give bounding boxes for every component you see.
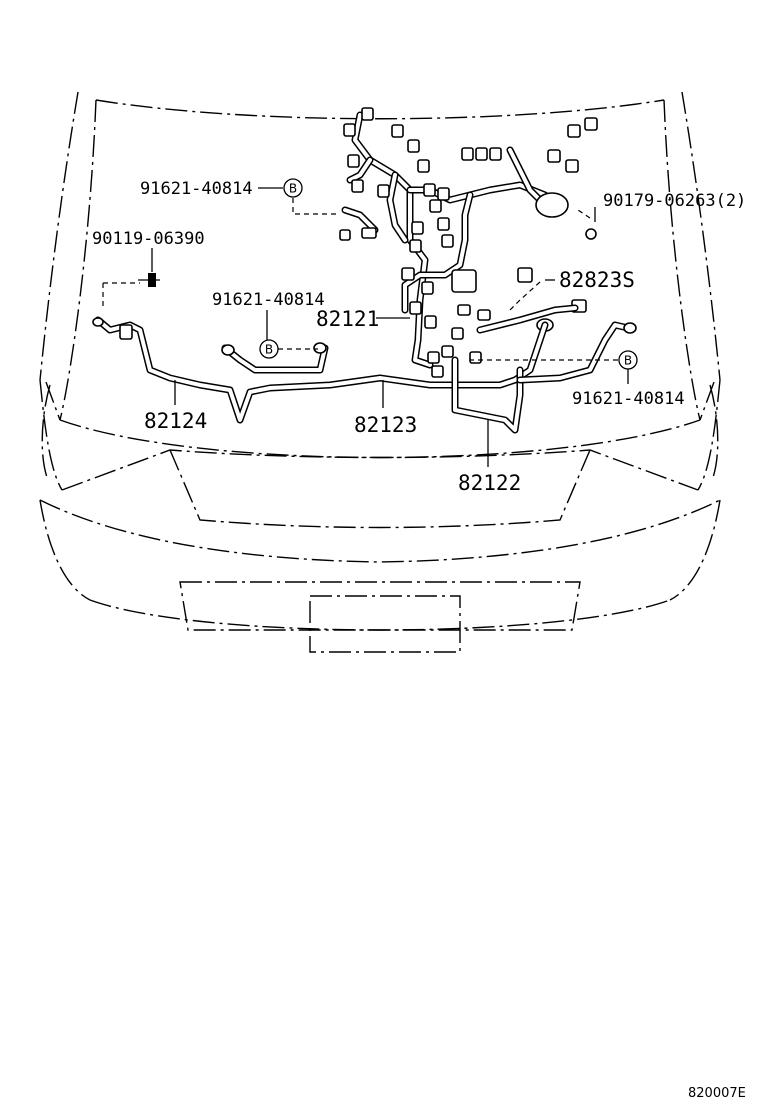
part-label-82121: 82121 <box>316 307 379 331</box>
leader-lines <box>151 187 629 467</box>
callout-letter: B <box>624 354 632 368</box>
part-label-91621-40814-middle: 91621-40814 <box>212 290 325 310</box>
front-harness <box>92 304 637 434</box>
part-label-82122: 82122 <box>458 471 521 495</box>
part-label-82123: 82123 <box>354 413 417 437</box>
callout-letter: B <box>289 182 297 196</box>
illustration-code: 820007E <box>688 1086 746 1101</box>
part-label-82823s: 82823S <box>559 268 635 292</box>
part-label-91621-40814-upper: 91621-40814 <box>140 179 253 199</box>
callout-letter: B <box>265 343 273 357</box>
callout-b-middle: B <box>259 339 279 359</box>
part-label-90179-06263: 90179-06263(2) <box>603 191 746 211</box>
part-label-90119-06390: 90119-06390 <box>92 229 205 249</box>
fasteners <box>102 228 597 310</box>
part-label-91621-40814-right: 91621-40814 <box>572 389 685 409</box>
vehicle-body-outline <box>39 91 721 653</box>
part-label-82124: 82124 <box>144 409 207 433</box>
harness-connectors <box>339 107 598 378</box>
callout-b-upper: B <box>283 178 303 198</box>
callout-b-right: B <box>618 350 638 370</box>
